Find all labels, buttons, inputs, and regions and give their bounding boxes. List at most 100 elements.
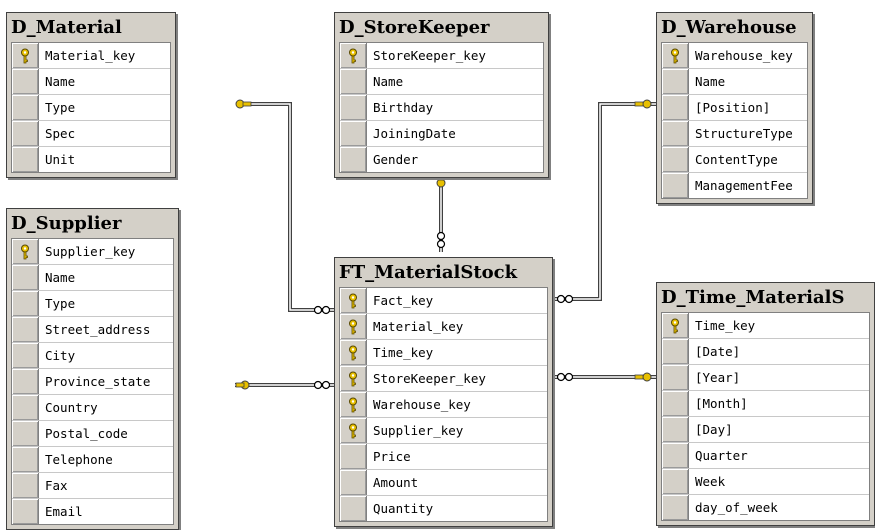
column-row[interactable]: Time_key xyxy=(662,313,869,339)
column-name: Warehouse_key xyxy=(695,48,793,63)
column-row[interactable]: Unit xyxy=(12,147,170,172)
row-selector[interactable] xyxy=(662,365,689,390)
row-selector[interactable] xyxy=(662,417,689,442)
column-row[interactable]: Province_state xyxy=(12,369,173,395)
row-selector[interactable] xyxy=(662,121,689,146)
row-selector[interactable] xyxy=(662,43,689,68)
column-row[interactable]: JoiningDate xyxy=(340,121,543,147)
column-row[interactable]: [Year] xyxy=(662,365,869,391)
row-selector[interactable] xyxy=(12,69,39,94)
column-row[interactable]: Name xyxy=(340,69,543,95)
row-selector[interactable] xyxy=(12,43,39,68)
column-row[interactable]: Quantity xyxy=(340,496,547,521)
row-selector[interactable] xyxy=(662,95,689,120)
row-selector[interactable] xyxy=(340,314,367,339)
row-selector[interactable] xyxy=(12,265,39,290)
column-row[interactable]: Email xyxy=(12,499,173,524)
column-row[interactable]: Name xyxy=(12,265,173,291)
row-selector[interactable] xyxy=(662,391,689,416)
column-row[interactable]: Time_key xyxy=(340,340,547,366)
row-selector[interactable] xyxy=(12,291,39,316)
row-selector[interactable] xyxy=(12,343,39,368)
column-row[interactable]: [Day] xyxy=(662,417,869,443)
row-selector[interactable] xyxy=(12,239,39,264)
column-name: Gender xyxy=(373,152,419,167)
column-row[interactable]: ManagementFee xyxy=(662,173,807,198)
row-selector[interactable] xyxy=(340,147,367,172)
column-row[interactable]: StoreKeeper_key xyxy=(340,43,543,69)
row-selector[interactable] xyxy=(662,173,689,198)
row-selector[interactable] xyxy=(340,366,367,391)
row-selector[interactable] xyxy=(662,443,689,468)
row-selector[interactable] xyxy=(12,121,39,146)
relationship-warehouse-fact[interactable] xyxy=(553,102,656,301)
column-row[interactable]: Spec xyxy=(12,121,170,147)
row-selector[interactable] xyxy=(12,395,39,420)
column-row[interactable]: Material_key xyxy=(12,43,170,69)
column-row[interactable]: Name xyxy=(12,69,170,95)
row-selector[interactable] xyxy=(340,95,367,120)
column-row[interactable]: Street_address xyxy=(12,317,173,343)
column-name: Quantity xyxy=(373,501,434,516)
column-row[interactable]: Amount xyxy=(340,470,547,496)
row-selector[interactable] xyxy=(12,499,39,524)
column-row[interactable]: Supplier_key xyxy=(12,239,173,265)
column-row[interactable]: City xyxy=(12,343,173,369)
row-selector[interactable] xyxy=(662,469,689,494)
column-row[interactable]: StoreKeeper_key xyxy=(340,366,547,392)
relationship-material-fact[interactable] xyxy=(250,102,336,312)
row-selector[interactable] xyxy=(662,69,689,94)
row-selector[interactable] xyxy=(12,317,39,342)
column-row[interactable]: Quarter xyxy=(662,443,869,469)
column-row[interactable]: day_of_week xyxy=(662,495,869,520)
row-selector[interactable] xyxy=(662,339,689,364)
row-selector[interactable] xyxy=(340,418,367,443)
row-selector[interactable] xyxy=(12,473,39,498)
column-row[interactable]: Birthday xyxy=(340,95,543,121)
column-row[interactable]: Material_key xyxy=(340,314,547,340)
row-selector[interactable] xyxy=(340,121,367,146)
column-row[interactable]: Gender xyxy=(340,147,543,172)
row-selector[interactable] xyxy=(12,369,39,394)
row-selector[interactable] xyxy=(662,313,689,338)
column-row[interactable]: Supplier_key xyxy=(340,418,547,444)
row-selector[interactable] xyxy=(12,147,39,172)
primary-key-icon xyxy=(349,319,357,334)
column-row[interactable]: Type xyxy=(12,291,173,317)
row-selector[interactable] xyxy=(340,444,367,469)
column-row[interactable]: Fax xyxy=(12,473,173,499)
row-selector[interactable] xyxy=(340,69,367,94)
column-row[interactable]: Telephone xyxy=(12,447,173,473)
row-selector[interactable] xyxy=(340,288,367,313)
row-selector[interactable] xyxy=(662,495,689,520)
column-row[interactable]: ContentType xyxy=(662,147,807,173)
row-selector[interactable] xyxy=(340,43,367,68)
column-row[interactable]: StructureType xyxy=(662,121,807,147)
row-selector[interactable] xyxy=(12,421,39,446)
row-selector[interactable] xyxy=(340,496,367,521)
column-row[interactable]: Postal_code xyxy=(12,421,173,447)
row-selector[interactable] xyxy=(662,147,689,172)
column-row[interactable]: Price xyxy=(340,444,547,470)
column-row[interactable]: Name xyxy=(662,69,807,95)
row-selector[interactable] xyxy=(340,340,367,365)
row-selector[interactable] xyxy=(340,470,367,495)
column-row[interactable]: Warehouse_key xyxy=(340,392,547,418)
column-row[interactable]: Week xyxy=(662,469,869,495)
column-row[interactable]: Warehouse_key xyxy=(662,43,807,69)
column-row[interactable]: Fact_key xyxy=(340,288,547,314)
column-row[interactable]: Country xyxy=(12,395,173,421)
row-selector[interactable] xyxy=(12,447,39,472)
column-row[interactable]: [Date] xyxy=(662,339,869,365)
column-row[interactable]: [Position] xyxy=(662,95,807,121)
column-row[interactable]: [Month] xyxy=(662,391,869,417)
column-row[interactable]: Type xyxy=(12,95,170,121)
row-selector[interactable] xyxy=(12,95,39,120)
row-selector[interactable] xyxy=(340,392,367,417)
